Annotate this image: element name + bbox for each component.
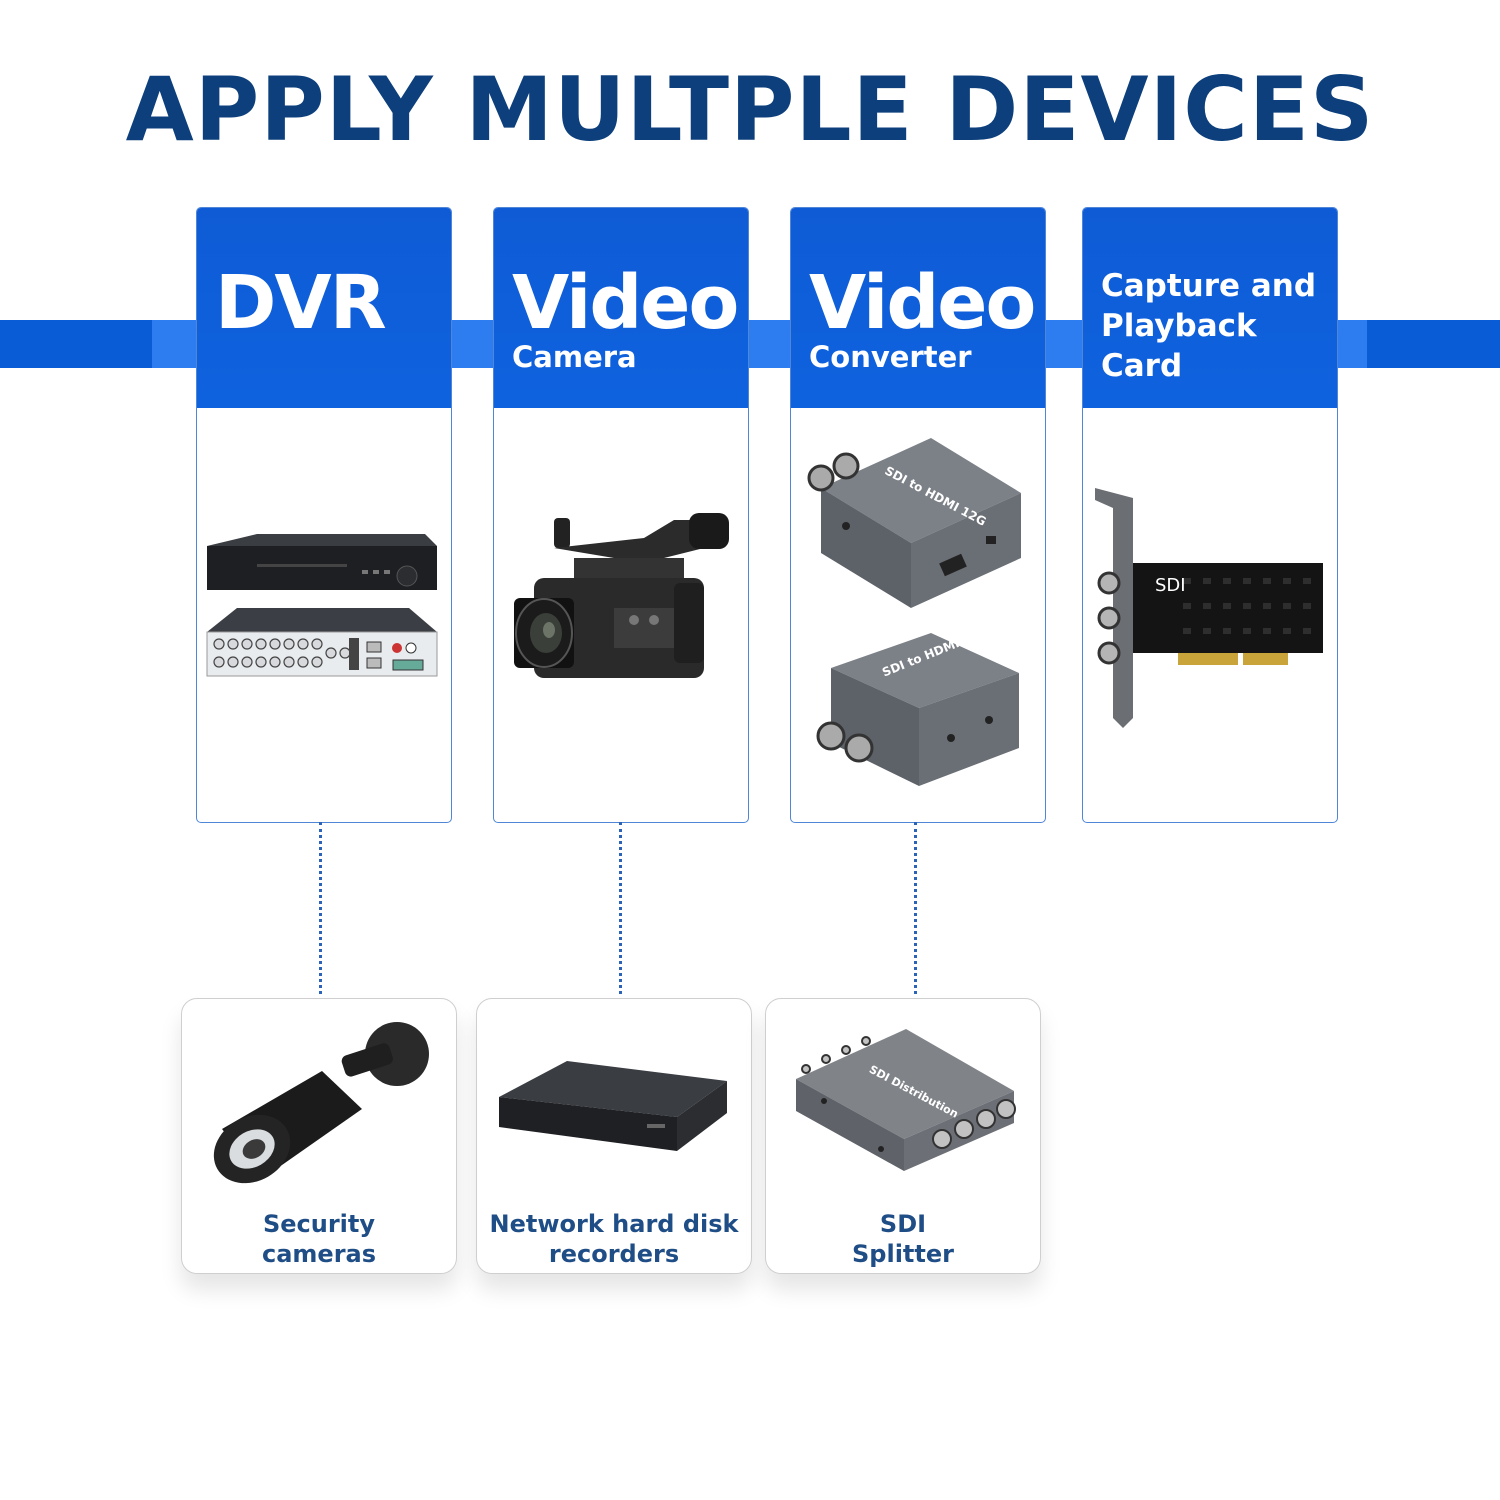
band-glow (450, 320, 494, 368)
device-card-capture: Capture and Playback Card SDI (1082, 207, 1338, 823)
connector-line (619, 822, 622, 994)
device-card-video-camera: Video Camera (493, 207, 749, 823)
nvr-recorder-icon (477, 999, 751, 1209)
device-card-dvr: DVR (196, 207, 452, 823)
card-header: Capture and Playback Card (1083, 208, 1337, 408)
card-header: DVR (197, 208, 451, 408)
sdi-converter-icon: SDI to HDMI 12G SDI to HDMI (791, 408, 1045, 822)
band-glow (747, 320, 791, 368)
device-label: SDI Splitter (852, 1210, 954, 1268)
band-glow (152, 320, 196, 368)
card-title: Video (809, 260, 1036, 346)
device-card-network-recorders: Network hard disk recorders (476, 998, 752, 1274)
card-title-line: Capture and (1101, 268, 1317, 304)
card-subtitle: Camera (512, 340, 637, 374)
security-camera-icon (182, 999, 456, 1209)
card-header: Video Camera (494, 208, 748, 408)
device-label: Security cameras (261, 1210, 377, 1268)
device-label: Network hard disk recorders (489, 1210, 739, 1268)
video-camera-icon (494, 408, 748, 822)
device-card-sdi-splitter: SDI Distribution SDI Splitter (765, 998, 1041, 1274)
connector-line (319, 822, 322, 994)
capture-card-icon: SDI (1083, 408, 1337, 822)
card-subtitle: Converter (809, 340, 972, 374)
connector-line (914, 822, 917, 994)
band-glow (1337, 320, 1367, 368)
band-glow (1045, 320, 1083, 368)
card-header: Video Converter (791, 208, 1045, 408)
card-title: Capture and Playback Card (1101, 266, 1337, 386)
dvr-recorder-icon (197, 408, 451, 822)
device-card-video-converter: Video Converter SDI to HDMI 12G SDI to H… (790, 207, 1046, 823)
page-title: APPLY MULTPLE DEVICES (125, 58, 1375, 161)
card-title-line: Playback Card (1101, 308, 1257, 384)
sdi-splitter-icon: SDI Distribution (766, 999, 1040, 1209)
device-card-security-cameras: Security cameras (181, 998, 457, 1274)
card-title: Video (512, 260, 739, 346)
capture-card-label: SDI (1155, 575, 1186, 596)
card-title: DVR (215, 260, 387, 346)
